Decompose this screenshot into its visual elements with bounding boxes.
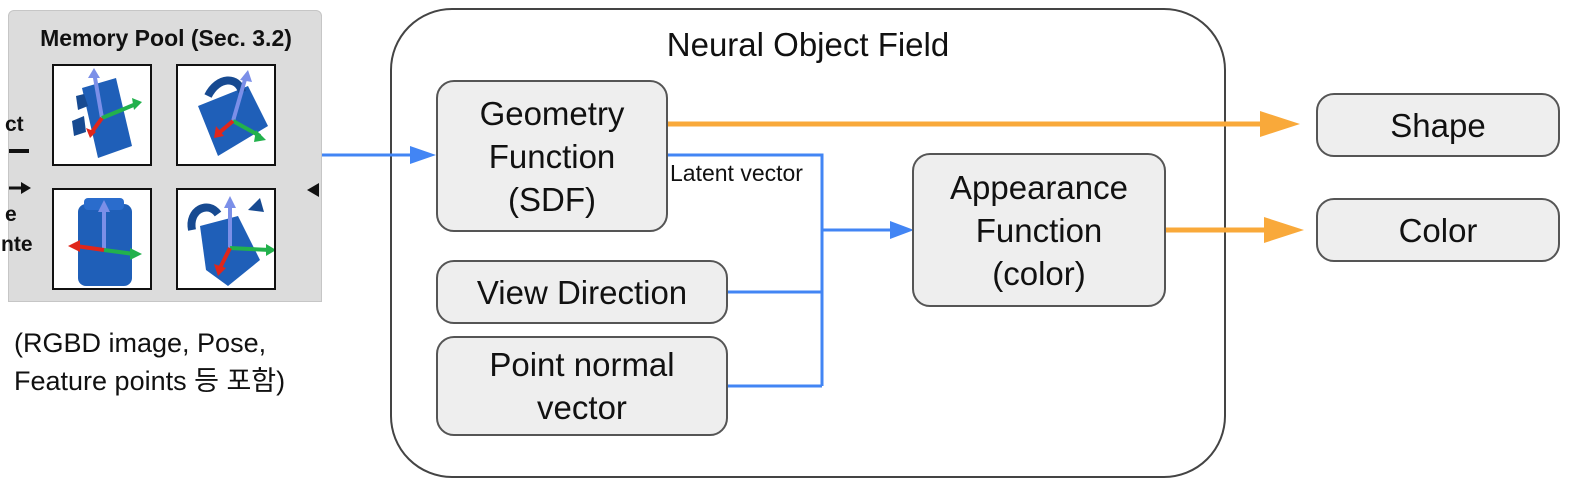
caption-line: (RGBD image, Pose, Feature points 등 포함) <box>14 328 286 396</box>
side-text-fragment: e <box>5 203 17 226</box>
input-arrowhead <box>410 146 436 164</box>
shape-output-box: Shape <box>1316 93 1560 157</box>
side-text-fragment: nte <box>1 233 33 256</box>
side-text-fragment: ct <box>5 113 24 136</box>
memory-pool-caption: (RGBD image, Pose, Feature points 등 포함) <box>14 324 285 400</box>
side-arrow-icon <box>9 181 31 195</box>
pitcher-thumbnail <box>176 188 276 290</box>
color-output-box: Color <box>1316 198 1560 262</box>
memory-pool-panel: Memory Pool (Sec. 3.2) ct e nte <box>1 10 322 302</box>
side-left-arrow-icon <box>305 183 319 197</box>
neural-object-field-title: Neural Object Field <box>666 26 950 63</box>
color-arrowhead <box>1264 217 1304 243</box>
geometry-function-box: Geometry Function (SDF) <box>436 80 668 232</box>
pitcher-thumbnail <box>176 64 276 166</box>
appearance-function-box: Appearance Function (color) <box>912 153 1166 307</box>
shape-arrowhead <box>1260 111 1300 137</box>
pitcher-thumbnail <box>52 64 152 166</box>
latent-vector-label: Latent vector <box>670 160 803 186</box>
view-direction-box: View Direction <box>436 260 728 324</box>
appearance-arrowhead <box>890 221 914 239</box>
memory-pool-title: Memory Pool (Sec. 3.2) <box>40 25 292 51</box>
pitcher-thumbnail <box>52 188 152 290</box>
side-dash <box>9 149 29 153</box>
latent-vector-line <box>668 153 824 386</box>
point-normal-box: Point normal vector <box>436 336 728 436</box>
